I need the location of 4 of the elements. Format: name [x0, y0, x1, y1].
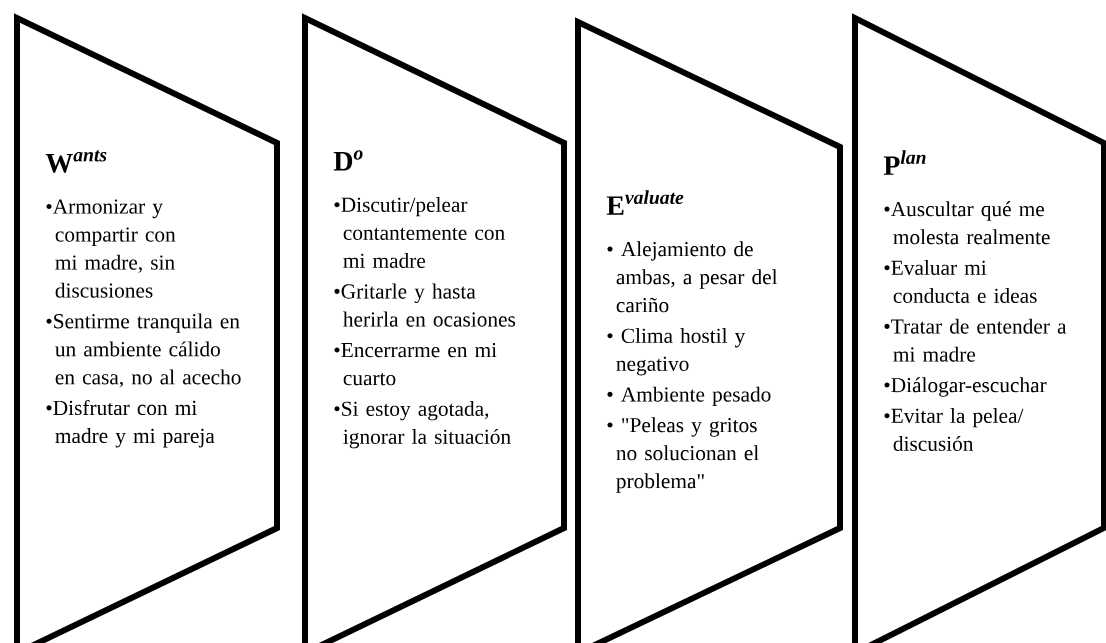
trapezoid-panel: $\textbf{E}^{\textbf{\textit{valuate}}}$ • Alejamiento de ambas, a pesar del cariño • Clima hostil y negativo • Ambiente pesado • "Peleas y gritos no solucionan el problema"	[575, 17, 843, 643]
trapezoid-panel: $\textbf{D}^{\textbf{\textit{o}}}$ •Discutir/pelear contantemente con mi madre •Gritarle y hasta herirla en ocasiones •Encerrarme en mi cuarto •Si estoy agotada, ignorar la situación	[302, 13, 567, 643]
trapezoid-panel: $\textbf{P}^{\textbf{\textit{lan}}}$ •Auscultar qué me molesta realmente •Evaluar mi conducta e ideas •Tratar de entender a mi madre •Diálogar-escuchar •Evitar la pelea/ discusión	[852, 13, 1106, 643]
trapezoid-panel: $\textbf{W}^{\textbf{\textit{ants}}}$ •Armonizar y compartir con mi madre, sin discusiones •Sentirme tranquila en un ambiente cálido en casa, no al acecho •Disfrutar con mi madre y mi pareja	[14, 13, 280, 643]
